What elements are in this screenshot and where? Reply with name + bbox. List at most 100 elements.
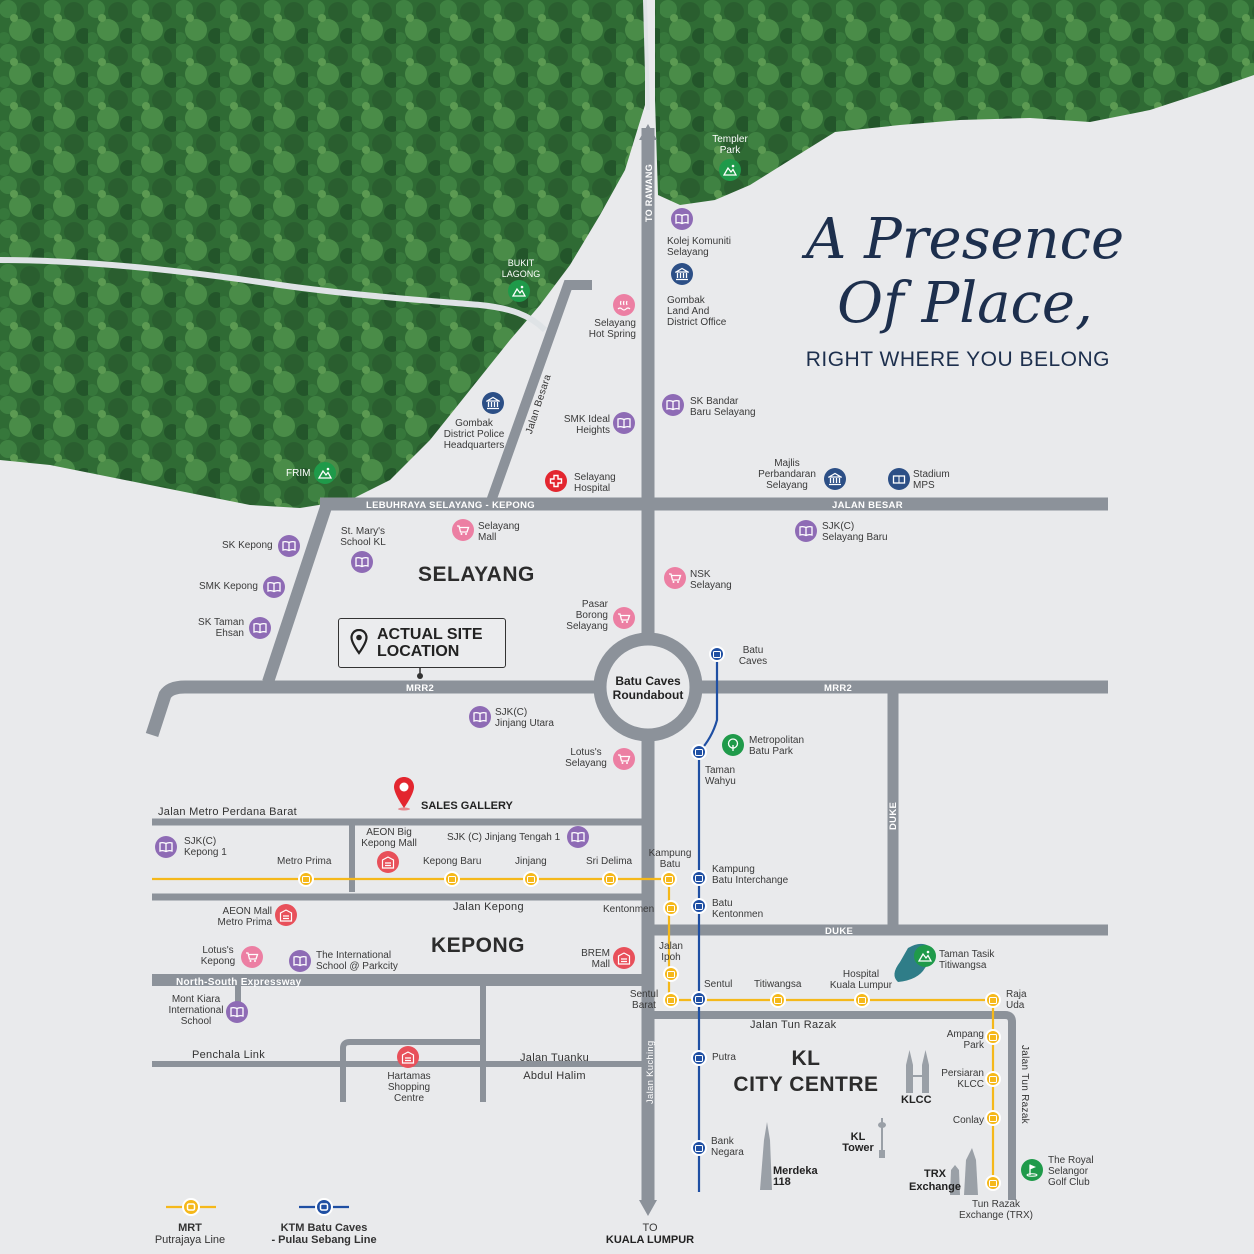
station-metro-prima[interactable] [298,871,314,887]
place-sjkc-kepong1: SJK(C) Kepong 1 [184,836,227,858]
smk-kepong-icon[interactable] [263,576,285,598]
pasar-borong-icon[interactable] [613,607,635,629]
place-kentonmen: Kentonmen [603,904,655,915]
stadium-icon[interactable] [888,468,910,490]
station-bank-negara[interactable] [691,1140,707,1156]
station-kepong-baru[interactable] [444,871,460,887]
sales-gallery-pin-icon[interactable] [392,776,416,812]
gombak-land-icon[interactable] [671,263,693,285]
actual-site-location[interactable]: ACTUAL SITE LOCATION [338,618,506,668]
station-kentonmen[interactable] [663,900,679,916]
location-pin-icon [350,629,368,655]
station-sri-delima[interactable] [602,871,618,887]
sk-bandar-icon[interactable] [662,394,684,416]
sjkc-jinjang-tengah-icon[interactable] [567,826,589,848]
sjkc-selayang-baru-icon[interactable] [795,520,817,542]
tagline: RIGHT WHERE YOU BELONG [805,348,1110,371]
smk-ideal-icon[interactable] [613,412,635,434]
sjkc-kepong1-icon[interactable] [155,836,177,858]
road-jalan-kuching: Jalan Kuching [645,1040,656,1104]
station-hkl[interactable] [854,992,870,1008]
sk-kepong-icon[interactable] [278,535,300,557]
place-stadium: Stadium MPS [913,469,950,491]
aeon-big-icon[interactable] [377,851,399,873]
majlis-icon[interactable] [824,468,846,490]
station-titiwangsa[interactable] [770,992,786,1008]
station-kampung-batu-mrt[interactable] [661,871,677,887]
st-marys-icon[interactable] [351,551,373,573]
place-majlis: Majlis Perbandaran Selayang [758,458,816,491]
lotus-selayang-icon[interactable] [613,748,635,770]
place-trx: TRX Exchange [909,1168,961,1193]
hot-spring-icon[interactable] [613,294,635,316]
legend-mrt-symbol [166,1198,216,1216]
place-kolej: Kolej Komuniti Selayang [667,236,731,258]
aeon-metro-icon[interactable] [275,904,297,926]
station-ampang-park[interactable] [985,1029,1001,1045]
station-batu-caves[interactable] [709,646,725,662]
metropolitan-icon[interactable] [722,734,744,756]
place-batu-kentonmen: Batu Kentonmen [712,898,764,920]
place-jinjang: Jinjang [515,856,547,867]
place-putra: Putra [712,1052,736,1063]
royal-selangor-icon[interactable] [1021,1159,1043,1181]
hartamas-icon[interactable] [397,1046,419,1068]
intl-school-icon[interactable] [289,950,311,972]
area-kepong: KEPONG [431,934,526,957]
templer-icon[interactable] [719,159,741,181]
road-to-kl-1: TO [642,1222,658,1234]
arrow-to-kl [639,1200,657,1216]
station-persiaran-klcc[interactable] [985,1071,1001,1087]
place-lotus-selayang: Lotus's Selayang [565,747,607,769]
station-jinjang[interactable] [523,871,539,887]
station-batu-kentonmen[interactable] [691,898,707,914]
station-putra[interactable] [691,1050,707,1066]
train-icon [448,875,456,883]
station-taman-wahyu[interactable] [691,744,707,760]
kolej-icon[interactable] [671,208,693,230]
place-conlay: Conlay [952,1115,984,1126]
road-metro-perdana: Jalan Metro Perdana Barat [158,806,297,818]
station-sentul-barat[interactable] [663,992,679,1008]
frim-icon[interactable] [314,462,336,484]
lotus-kepong-icon[interactable] [241,946,263,968]
taman-tasik-icon[interactable] [914,945,936,967]
place-brem: BREM Mall [581,948,610,970]
station-trx[interactable] [985,1175,1001,1191]
place-sentul: Sentul [704,979,733,990]
place-taman-tasik: Taman Tasik Titiwangsa [939,949,995,971]
road-duke-horizontal: DUKE [825,926,854,937]
station-conlay[interactable] [985,1110,1001,1126]
station-kampung-batu-ktm[interactable] [691,870,707,886]
place-sri-delima: Sri Delima [586,856,633,867]
place-intl-school: The International School @ Parkcity [316,950,398,972]
police-icon[interactable] [482,392,504,414]
place-smk-ideal: SMK Ideal Heights [563,414,610,436]
merdeka-118-icon [760,1122,772,1190]
sk-taman-ehsan-icon[interactable] [249,617,271,639]
selayang-mall-icon[interactable] [452,519,474,541]
mont-kiara-icon[interactable] [226,1001,248,1023]
train-icon [989,996,997,1004]
road-mrr2-right: MRR2 [824,683,853,694]
station-sentul[interactable] [691,991,707,1007]
headline-line1: A Presence [805,207,1125,272]
station-raja-uda[interactable] [985,992,1001,1008]
place-tun-razak-exchange: Tun Razak Exchange (TRX) [959,1199,1033,1221]
bukit-lagong-icon[interactable] [508,280,530,302]
place-st-marys: St. Mary's School KL [340,526,386,548]
train-icon [695,995,703,1003]
station-jalan-ipoh[interactable] [663,966,679,982]
train-icon [665,875,673,883]
train-icon [695,1144,703,1152]
sjkc-jinjang-utara-icon[interactable] [469,706,491,728]
road-mrr2-left: MRR2 [406,683,435,694]
train-icon [695,748,703,756]
brem-icon[interactable] [613,947,635,969]
place-smk-kepong: SMK Kepong [199,581,258,592]
nsk-icon[interactable] [664,567,686,589]
hospital-icon[interactable] [545,470,567,492]
place-metropolitan: Metropolitan Batu Park [749,735,805,757]
road-lebuhraya: LEBUHRAYA SELAYANG - KEPONG [366,500,535,511]
road-jalan-tun-razak-h: Jalan Tun Razak [750,1019,837,1031]
